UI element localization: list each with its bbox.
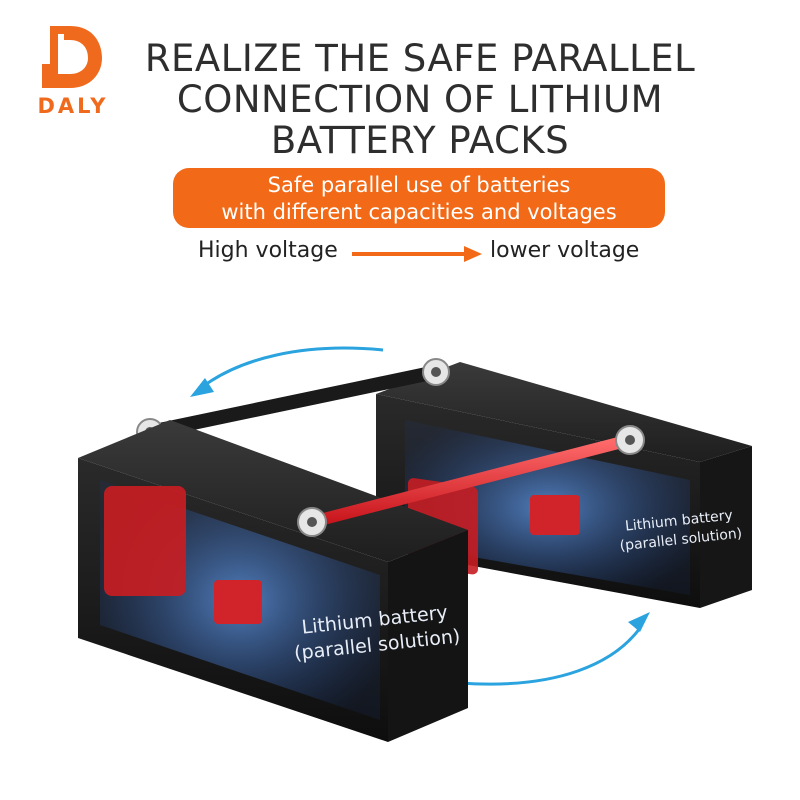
banner-line-1: Safe parallel use of batteries bbox=[267, 173, 571, 197]
brand-name: DALY bbox=[37, 94, 109, 118]
battery-left bbox=[78, 420, 468, 742]
headline-line-1: REALIZE THE SAFE PARALLEL bbox=[144, 37, 696, 80]
feature-banner: Safe parallel use of batteries with diff… bbox=[173, 168, 665, 228]
headline-line-2: CONNECTION OF LITHIUM bbox=[176, 78, 664, 121]
flow-to-label: lower voltage bbox=[490, 238, 640, 263]
flow-from-label: High voltage bbox=[198, 238, 338, 263]
headline: REALIZE THE SAFE PARALLEL CONNECTION OF … bbox=[110, 38, 730, 161]
daly-logo-mark-icon bbox=[42, 26, 102, 88]
curved-arrow-bottom bbox=[459, 627, 642, 686]
headline-line-3: BATTERY PACKS bbox=[270, 119, 570, 162]
daly-logo: DALY bbox=[28, 22, 118, 132]
right-arrow-icon bbox=[352, 246, 482, 262]
curved-arrow-top bbox=[204, 346, 384, 387]
banner-line-2: with different capacities and voltages bbox=[221, 200, 617, 224]
